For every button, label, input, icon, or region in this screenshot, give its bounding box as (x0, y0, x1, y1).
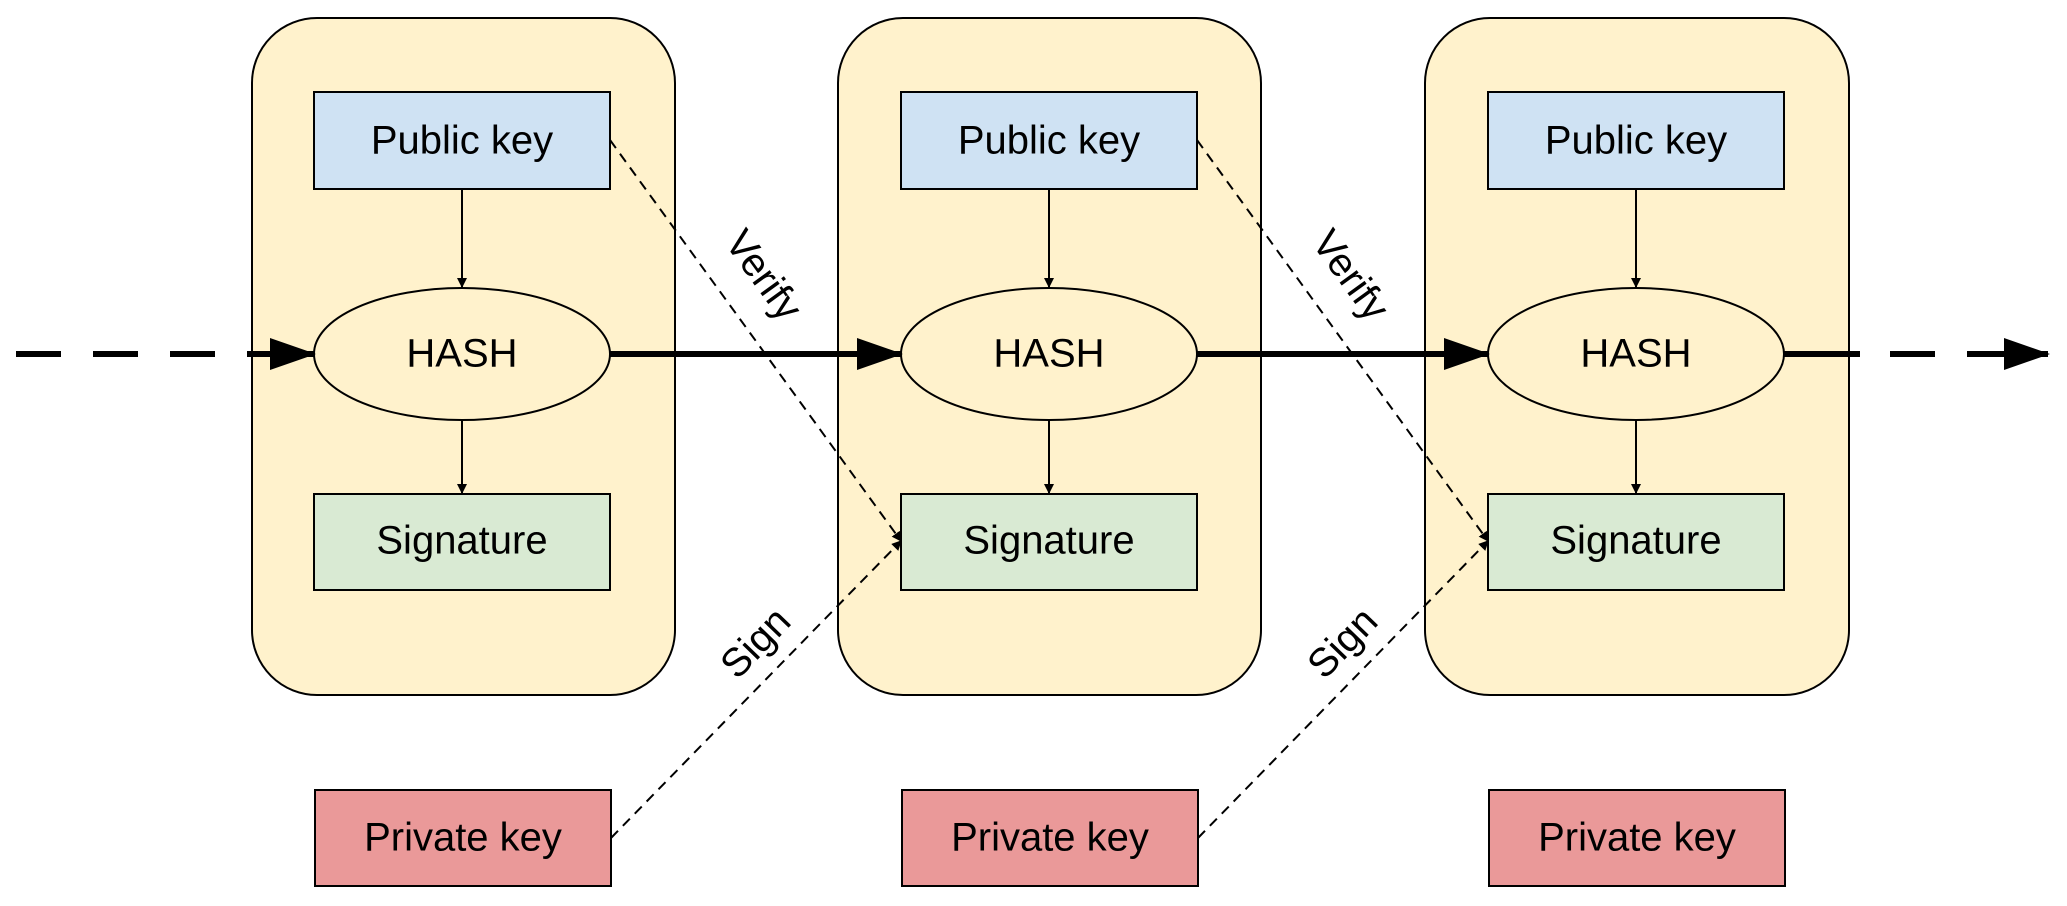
sign-label-1: Sign (712, 599, 799, 687)
private-key-2-label: Private key (951, 816, 1149, 860)
block-3: Public key HASH Signature (1424, 17, 1850, 696)
block-1: Public key HASH Signature (251, 17, 676, 696)
block-3-hash-label: HASH (1580, 332, 1691, 376)
verify-link-1 (609, 139, 902, 542)
private-key-1-box (314, 789, 612, 887)
block-1-signature-box (313, 493, 611, 591)
private-key-2: Private key (901, 789, 1199, 887)
block-3-public-key-box (1487, 91, 1785, 190)
block-3-public-key-label: Public key (1545, 119, 1727, 163)
block-3-signature-label: Signature (1550, 519, 1721, 563)
block-2-hash-label: HASH (993, 332, 1104, 376)
private-key-3-label: Private key (1538, 816, 1736, 860)
sign-link-2 (1197, 540, 1489, 839)
private-key-2-box (901, 789, 1199, 887)
block-2-public-key-label: Public key (958, 119, 1140, 163)
sign-label-2: Sign (1299, 599, 1386, 687)
block-1-public-key-label: Public key (371, 119, 553, 163)
block-2-signature-label: Signature (963, 519, 1134, 563)
block-2-public-key-box (900, 91, 1198, 190)
block-1-public-key-box (313, 91, 611, 190)
private-key-3-box (1488, 789, 1786, 887)
verify-link-2 (1196, 139, 1489, 542)
block-2-signature-box (900, 493, 1198, 591)
block-2: Public key HASH Signature (837, 17, 1262, 696)
private-key-3: Private key (1488, 789, 1786, 887)
verify-label-2: Verify (1303, 222, 1397, 329)
verify-label-1: Verify (716, 222, 810, 329)
sign-link-1 (610, 540, 902, 839)
block-1-hash-label: HASH (406, 332, 517, 376)
block-1-signature-label: Signature (376, 519, 547, 563)
private-key-1: Private key (314, 789, 612, 887)
block-3-signature-box (1487, 493, 1785, 591)
private-key-1-label: Private key (364, 816, 562, 860)
